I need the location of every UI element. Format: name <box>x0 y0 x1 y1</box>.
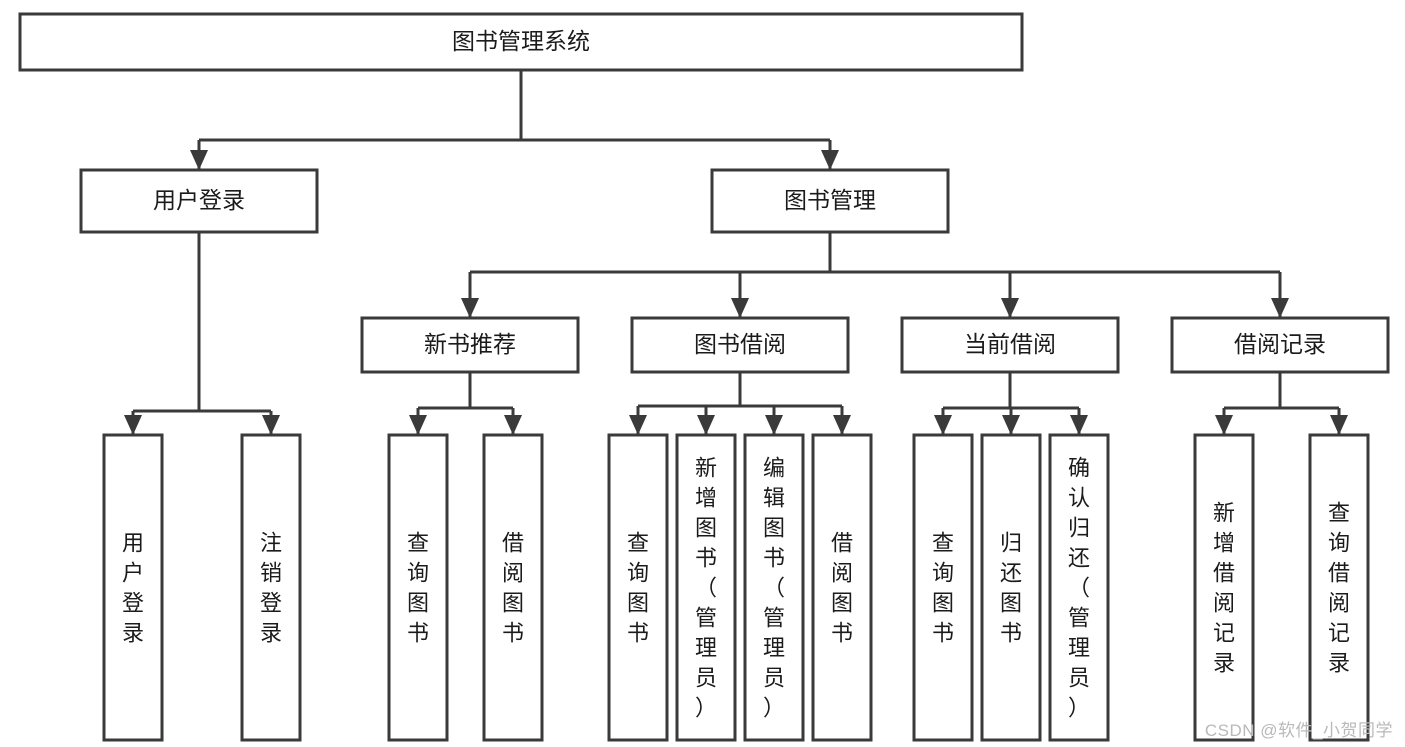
node-box <box>79 168 319 234</box>
node-label: 新增借阅记录 <box>1213 501 1235 676</box>
node-label: 注销登录 <box>260 531 282 646</box>
node-leaf-leaf-borrow-book[interactable]: 借阅图书 <box>811 433 873 742</box>
node-label: 新书推荐 <box>424 331 516 357</box>
node-leaf-leaf-borrow-book-recommend[interactable]: 借阅图书 <box>482 433 544 742</box>
node-label: 图书管理系统 <box>452 28 590 54</box>
node-label: 借阅图书 <box>502 531 524 646</box>
node-box <box>811 433 873 742</box>
arrow-head-icon <box>262 415 280 435</box>
node-box <box>1308 433 1370 742</box>
node-leaf-leaf-add-book-admin[interactable]: 新增图书（管理员） <box>675 433 737 742</box>
node-leaf-leaf-user-logout[interactable]: 注销登录 <box>240 433 302 742</box>
node-level3-borrow-record[interactable]: 借阅记录 <box>1170 316 1390 374</box>
node-box <box>743 433 805 742</box>
arrow-head-icon <box>190 150 208 170</box>
node-leaf-leaf-return-book[interactable]: 归还图书 <box>980 433 1042 742</box>
node-box <box>1193 433 1255 742</box>
node-label: 查询图书 <box>932 531 954 646</box>
node-label: 用户登录 <box>122 531 144 646</box>
arrow-head-icon <box>821 150 839 170</box>
arrow-head-icon <box>731 298 749 318</box>
node-label: 当前借阅 <box>964 331 1056 357</box>
arrow-head-icon <box>1330 415 1348 435</box>
node-level3-book-borrow[interactable]: 图书借阅 <box>630 316 850 374</box>
node-box <box>980 433 1042 742</box>
arrow-head-icon <box>409 415 427 435</box>
arrow-head-icon <box>461 298 479 318</box>
node-box <box>102 433 164 742</box>
node-label: 借阅图书 <box>831 531 853 646</box>
node-box <box>900 316 1120 374</box>
node-level2-book-management[interactable]: 图书管理 <box>710 168 950 234</box>
arrow-head-icon <box>934 415 952 435</box>
node-leaf-leaf-query-book-current[interactable]: 查询图书 <box>912 433 974 742</box>
node-label: 查询图书 <box>407 531 429 646</box>
arrow-head-icon <box>765 415 783 435</box>
node-level3-new-book-recommend[interactable]: 新书推荐 <box>360 316 580 374</box>
node-label: 图书管理 <box>784 187 876 213</box>
arrow-head-icon <box>1271 298 1289 318</box>
node-leaf-leaf-confirm-return-admin[interactable]: 确认归还（管理员） <box>1048 433 1110 742</box>
csdn-watermark: CSDN @软件_小贺同学 <box>1204 721 1393 740</box>
arrow-head-icon <box>629 415 647 435</box>
node-leaf-leaf-add-borrow-record[interactable]: 新增借阅记录 <box>1193 433 1255 742</box>
node-box <box>1170 316 1390 374</box>
node-box <box>387 433 449 742</box>
node-root[interactable]: 图书管理系统 <box>18 12 1024 72</box>
node-level3-current-borrow[interactable]: 当前借阅 <box>900 316 1120 374</box>
arrow-head-icon <box>1002 415 1020 435</box>
arrow-head-icon <box>124 415 142 435</box>
node-box <box>360 316 580 374</box>
arrow-head-icon <box>504 415 522 435</box>
node-leaf-leaf-query-borrow-record[interactable]: 查询借阅记录 <box>1308 433 1370 742</box>
node-box <box>710 168 950 234</box>
node-label: 借阅记录 <box>1234 331 1326 357</box>
node-layer: 图书管理系统用户登录图书管理新书推荐图书借阅当前借阅借阅记录用户登录注销登录查询… <box>18 12 1390 742</box>
node-label: 图书借阅 <box>694 331 786 357</box>
node-label: 归还图书 <box>1000 531 1022 646</box>
node-label: 编辑图书（管理员） <box>763 456 785 721</box>
node-box <box>675 433 737 742</box>
node-box <box>18 12 1024 72</box>
node-box <box>1048 433 1110 742</box>
node-label: 确认归还（管理员） <box>1068 456 1090 721</box>
arrow-head-icon <box>697 415 715 435</box>
node-label: 用户登录 <box>153 187 245 213</box>
node-label: 查询图书 <box>627 531 649 646</box>
node-label: 查询借阅记录 <box>1328 501 1350 676</box>
arrow-head-icon <box>1070 415 1088 435</box>
node-box <box>482 433 544 742</box>
node-level2-user-login[interactable]: 用户登录 <box>79 168 319 234</box>
node-label: 新增图书（管理员） <box>695 456 717 721</box>
arrow-head-icon <box>833 415 851 435</box>
arrow-head-icon <box>1001 298 1019 318</box>
node-leaf-leaf-query-book-borrow[interactable]: 查询图书 <box>607 433 669 742</box>
node-leaf-leaf-edit-book-admin[interactable]: 编辑图书（管理员） <box>743 433 805 742</box>
arrow-head-icon <box>1215 415 1233 435</box>
node-leaf-leaf-user-login[interactable]: 用户登录 <box>102 433 164 742</box>
connector-layer <box>124 70 1348 435</box>
node-box <box>630 316 850 374</box>
node-box <box>912 433 974 742</box>
node-leaf-leaf-query-book-recommend[interactable]: 查询图书 <box>387 433 449 742</box>
node-box <box>607 433 669 742</box>
node-box <box>240 433 302 742</box>
